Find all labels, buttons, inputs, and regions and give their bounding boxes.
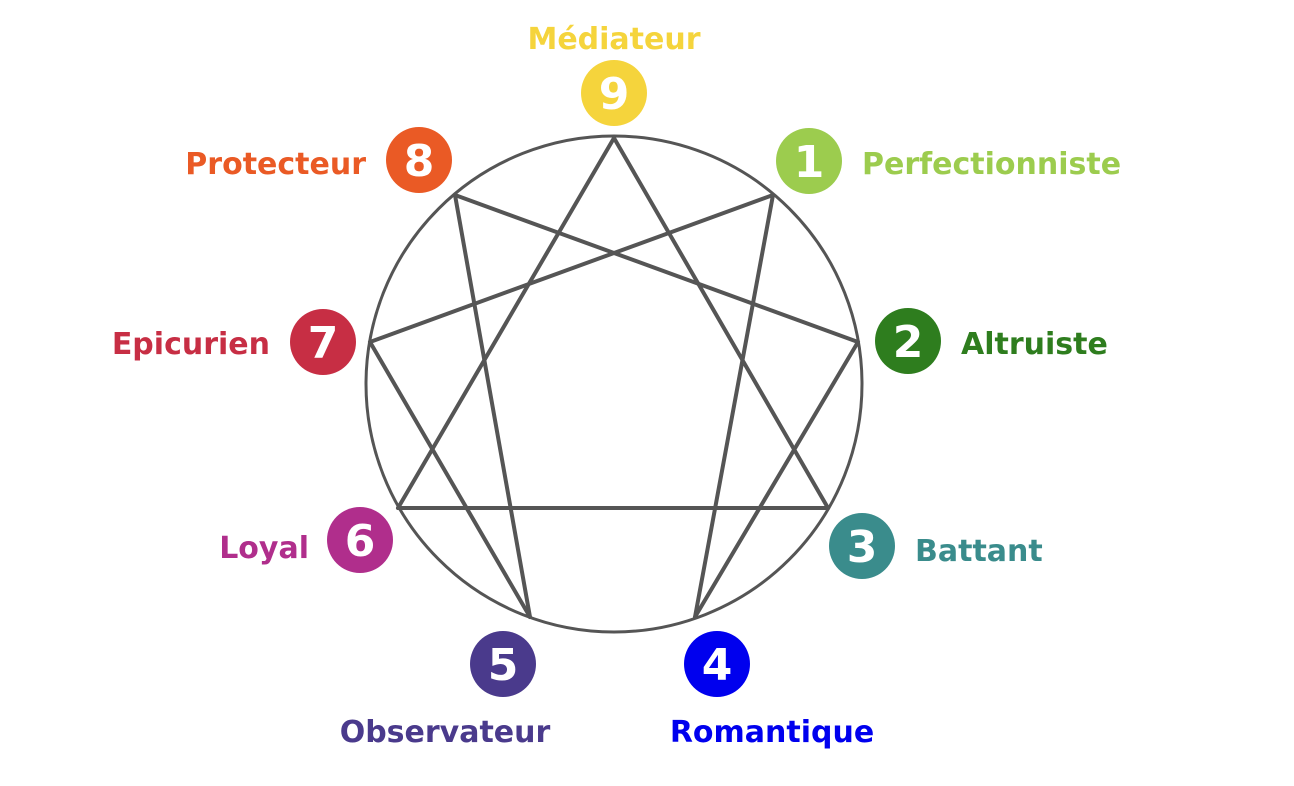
type-node-9: 9 Médiateur: [527, 22, 701, 126]
type-node-3: 3 Battant: [829, 513, 1043, 579]
type-number-1: 1: [794, 137, 825, 188]
type-badge-9: [581, 60, 647, 126]
connection-line-5-7: [368, 340, 532, 619]
type-number-3: 3: [847, 522, 878, 573]
type-label-1: Perfectionniste: [862, 147, 1121, 182]
type-label-3: Battant: [915, 534, 1043, 569]
connection-line-4-2: [693, 340, 860, 619]
connection-line-7-1: [368, 193, 775, 344]
type-badge-1: [776, 128, 842, 194]
connection-lines: [368, 136, 860, 619]
type-node-7: 7 Epicurien: [112, 309, 356, 375]
type-label-8: Protecteur: [185, 147, 366, 182]
type-label-5: Observateur: [340, 715, 551, 750]
type-label-7: Epicurien: [112, 327, 270, 362]
outer-circle: [364, 134, 864, 634]
connection-line-9-3: [612, 136, 830, 510]
type-number-6: 6: [345, 516, 376, 567]
type-number-5: 5: [488, 640, 519, 691]
type-label-6: Loyal: [219, 531, 309, 566]
type-nodes: 1 Perfectionniste 2 Altruiste 3 Battant 4Roman…: [112, 22, 1121, 750]
connection-line-1-4: [693, 193, 775, 619]
type-badge-6: [327, 507, 393, 573]
type-badge-3: [829, 513, 895, 579]
type-node-1: 1 Perfectionniste: [776, 128, 1121, 194]
type-badge-7: [290, 309, 356, 375]
type-node-2: 2 Altruiste: [875, 308, 1108, 374]
type-badge-8: [386, 127, 452, 193]
type-badge-4: [684, 631, 750, 697]
type-badge-2: [875, 308, 941, 374]
type-number-4: 4: [702, 640, 733, 691]
connection-line-2-8: [453, 193, 860, 344]
type-node-6: 6 Loyal: [219, 507, 393, 573]
type-number-8: 8: [404, 136, 435, 187]
type-label-2: Altruiste: [961, 327, 1108, 362]
connection-line-8-5: [453, 193, 532, 619]
type-node-8: 8 Protecteur: [185, 127, 452, 193]
type-number-2: 2: [893, 317, 924, 368]
type-label-9: Médiateur: [527, 22, 700, 57]
type-number-9: 9: [599, 69, 630, 120]
type-number-7: 7: [308, 318, 339, 369]
type-label-4: Romantique: [670, 715, 874, 750]
connection-line-6-9: [396, 136, 616, 510]
type-badge-5: [470, 631, 536, 697]
